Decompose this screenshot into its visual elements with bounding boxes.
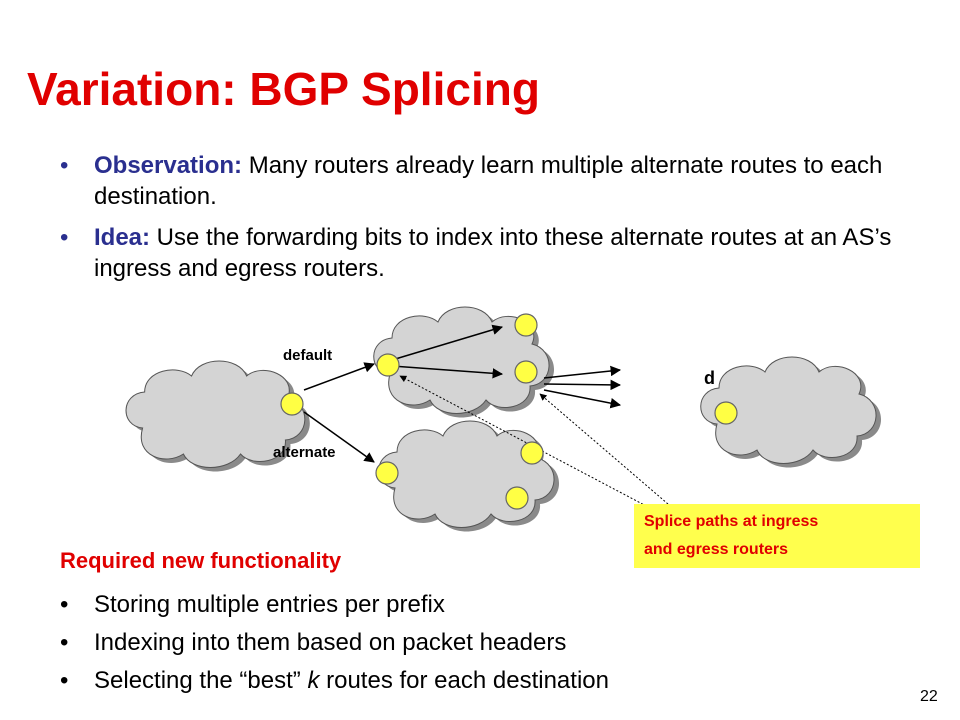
slide-title: Variation: BGP Splicing xyxy=(27,63,540,115)
bullet-keyword: Idea: xyxy=(94,224,151,251)
bullet-dot: • xyxy=(60,224,69,251)
arrow-out-1 xyxy=(543,365,622,379)
bullet-dot: • xyxy=(60,629,69,656)
router-upper-ingress xyxy=(376,353,400,377)
page-number: 22 xyxy=(920,688,938,705)
callout-line-1: Splice paths at ingress xyxy=(644,513,819,530)
required-functionality-heading: Required new functionality xyxy=(60,548,342,573)
label-destination: d xyxy=(704,368,715,388)
bullet-dot: • xyxy=(60,152,69,179)
router-upper-egress-bottom xyxy=(514,360,538,384)
arrow-ingress-to-egress-bottom xyxy=(391,365,504,379)
callout-pointer-egress xyxy=(539,393,669,505)
required-item-text: Storing multiple entries per prefix xyxy=(94,591,445,618)
callout-line-2: and egress routers xyxy=(644,541,789,558)
bullet-idea: • Idea: Use the forwarding bits to index… xyxy=(60,222,940,284)
required-item-text-end: routes for each destination xyxy=(319,667,609,694)
required-item: • Selecting the “best” k routes for each… xyxy=(60,666,880,696)
required-item-emphasis: k xyxy=(307,667,320,694)
label-alternate: alternate xyxy=(273,444,336,461)
arrow-alternate-path xyxy=(303,411,375,463)
router-destination xyxy=(714,401,738,425)
router-upper-egress-top xyxy=(514,313,538,337)
required-item-text: Selecting the “best” xyxy=(94,667,308,694)
router-source-egress xyxy=(280,392,304,416)
router-lower-egress-top xyxy=(520,441,544,465)
arrow-out-2 xyxy=(543,379,622,391)
bullet-text: Many routers already learn multiple alte… xyxy=(94,152,883,210)
required-item: • Indexing into them based on packet hea… xyxy=(60,628,880,658)
arrow-default-path xyxy=(303,362,375,391)
label-default: default xyxy=(283,347,332,364)
router-lower-egress-bottom xyxy=(505,486,529,510)
callout-splice-paths: Splice paths at ingress and egress route… xyxy=(634,504,920,568)
bullet-dot: • xyxy=(60,591,69,618)
router-lower-ingress xyxy=(375,461,399,485)
required-functionality-list: • Storing multiple entries per prefix • … xyxy=(60,590,880,704)
bullet-observation: • Observation: Many routers already lear… xyxy=(60,150,940,212)
bullet-dot: • xyxy=(60,667,69,694)
required-item: • Storing multiple entries per prefix xyxy=(60,590,880,620)
arrow-ingress-to-egress-top xyxy=(391,324,504,361)
cloud-lower-as xyxy=(378,420,555,528)
bullet-text: Use the forwarding bits to index into th… xyxy=(94,224,892,282)
required-item-text: Indexing into them based on packet heade… xyxy=(94,629,567,656)
bullet-list: • Observation: Many routers already lear… xyxy=(60,150,940,294)
bullet-keyword: Observation: xyxy=(94,152,243,179)
arrow-out-3 xyxy=(543,389,622,409)
callout-pointer-ingress xyxy=(399,375,651,509)
